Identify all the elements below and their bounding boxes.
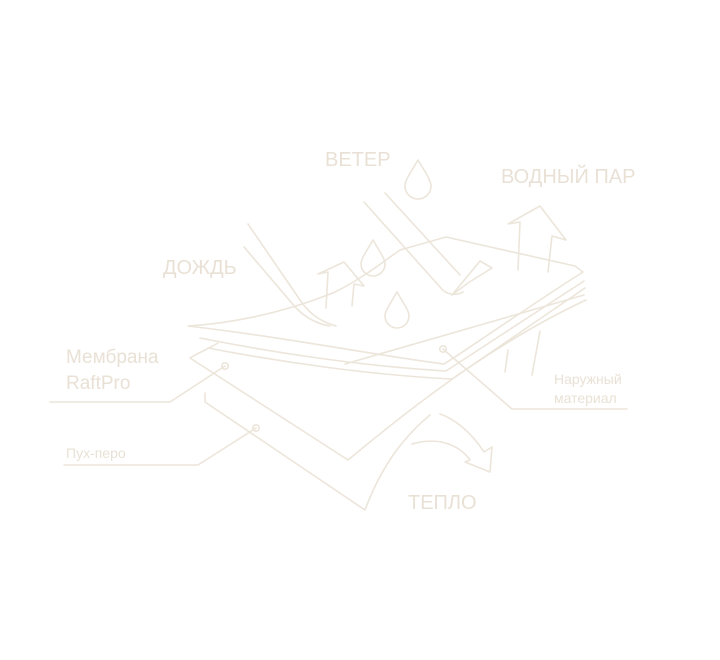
outer-leader-dot — [438, 344, 447, 353]
down-feather-label: Пух-перо — [66, 445, 126, 461]
rain-streak-1 — [247, 223, 337, 327]
wind-arrow-head — [451, 260, 493, 296]
membrane-sheet — [189, 342, 219, 359]
outer-leader-line — [442, 348, 628, 410]
water-drop-icon — [384, 291, 410, 329]
membrane-label-line2: RaftPro — [66, 373, 131, 394]
outer-material-label-line1: Наружный — [554, 371, 622, 387]
wind-label: ВЕТЕР — [325, 149, 391, 171]
wind-streak-1 — [363, 201, 464, 296]
water-drop-icon — [360, 239, 386, 277]
membrane-leader-line — [49, 365, 226, 403]
down-leader-dot — [252, 423, 261, 432]
inner-folds — [504, 330, 541, 376]
wind-streak-2 — [384, 192, 461, 276]
membrane-edge — [199, 280, 585, 372]
rain-streak-2 — [243, 246, 331, 327]
vapor-label: ВОДНЫЙ ПАР — [501, 166, 636, 188]
water-drop-icon — [404, 159, 432, 200]
membrane-leader-dot — [221, 361, 230, 370]
down-sheet — [204, 392, 431, 511]
vapor-arrow-icon — [507, 205, 567, 273]
heat-arrow-icon — [411, 413, 493, 473]
heat-label: ТЕПЛО — [408, 492, 477, 514]
rain-label: ДОЖДЬ — [163, 257, 237, 279]
inner-edge — [344, 294, 585, 365]
vapor-arrow-icon — [317, 261, 365, 309]
lining-edge — [207, 287, 586, 380]
membrane-body — [189, 299, 587, 461]
down-leader-line — [63, 427, 257, 466]
membrane-label-line1: Мембрана — [66, 347, 159, 368]
outer-material-sheet — [187, 236, 584, 365]
outer-material-label-line2: материал — [554, 390, 617, 406]
